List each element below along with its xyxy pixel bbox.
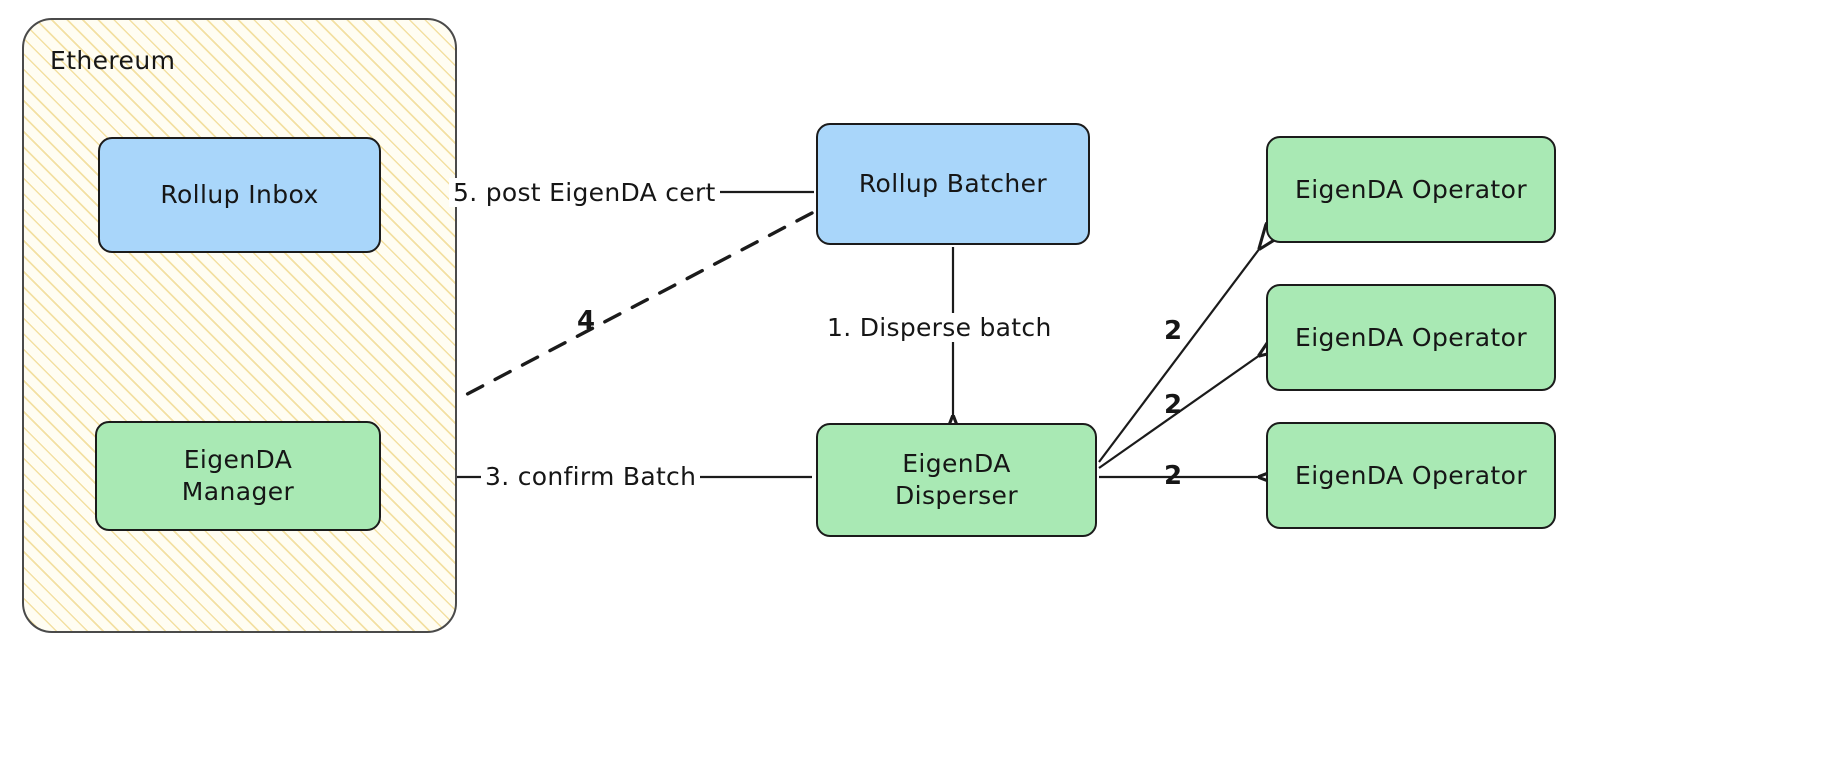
node-eigenda-operator-2[interactable]: EigenDA Operator	[1266, 284, 1556, 391]
node-eigenda-operator-1[interactable]: EigenDA Operator	[1266, 136, 1556, 243]
edge-label-2-operator-3: 2	[1164, 461, 1183, 491]
edge-label-1-disperse-batch: 1. Disperse batch	[823, 313, 1056, 342]
group-ethereum-label: Ethereum	[50, 46, 176, 75]
edge-label-4: 4	[577, 306, 596, 336]
edge-label-3-confirm-batch: 3. confirm Batch	[481, 462, 701, 491]
group-ethereum	[22, 18, 457, 633]
node-rollup-inbox[interactable]: Rollup Inbox	[98, 137, 381, 253]
edge-2-operator-2-line	[1098, 355, 1260, 469]
edge-label-5-post-eigenda-cert: 5. post EigenDA cert	[449, 178, 720, 207]
node-eigenda-operator-3[interactable]: EigenDA Operator	[1266, 422, 1556, 529]
edge-2-operator-1-line	[1098, 248, 1260, 463]
edge-label-2-operator-2: 2	[1164, 390, 1183, 420]
edge-4-line	[395, 211, 814, 432]
node-rollup-batcher[interactable]: Rollup Batcher	[816, 123, 1090, 245]
edge-label-2-operator-1: 2	[1164, 316, 1183, 346]
